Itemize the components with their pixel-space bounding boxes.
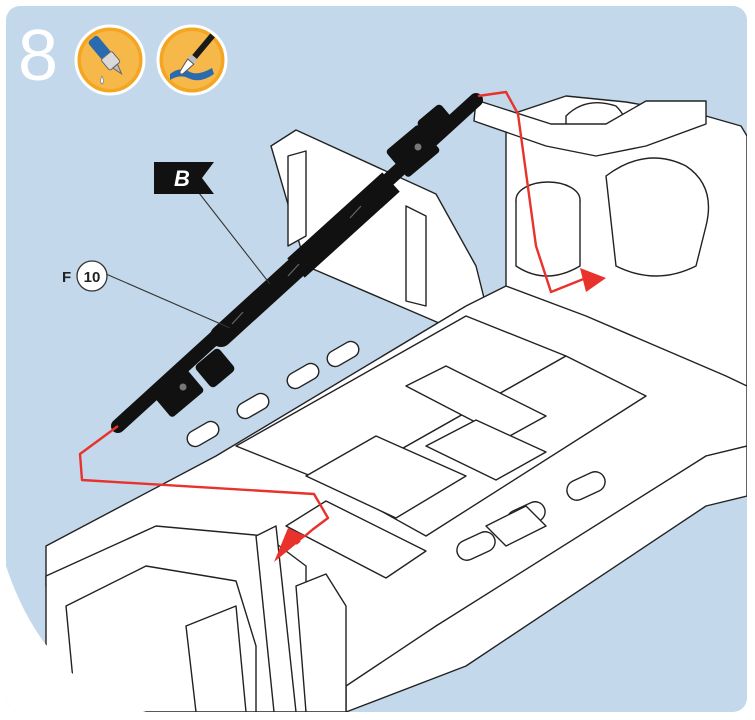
glue-icon [74,24,146,96]
sheet-letter: F [62,269,71,286]
instruction-panel: 8 [6,6,747,712]
step-number: 8 [18,16,58,96]
paintbrush-icon [156,24,228,96]
insert-arrow-rear [477,90,587,294]
leader-line-f10 [105,273,231,329]
leader-line-b [191,183,271,285]
drive-shaft [111,93,483,433]
assembly-diagram: B F 10 [6,90,747,712]
part-number: 10 [84,269,101,286]
flag-label-b-text: B [174,166,190,191]
arrowhead-front [274,528,306,562]
arrowhead-rear [580,268,606,292]
bracket [270,129,487,327]
part-number-circle [76,260,108,292]
flag-label-b: B [154,162,214,194]
